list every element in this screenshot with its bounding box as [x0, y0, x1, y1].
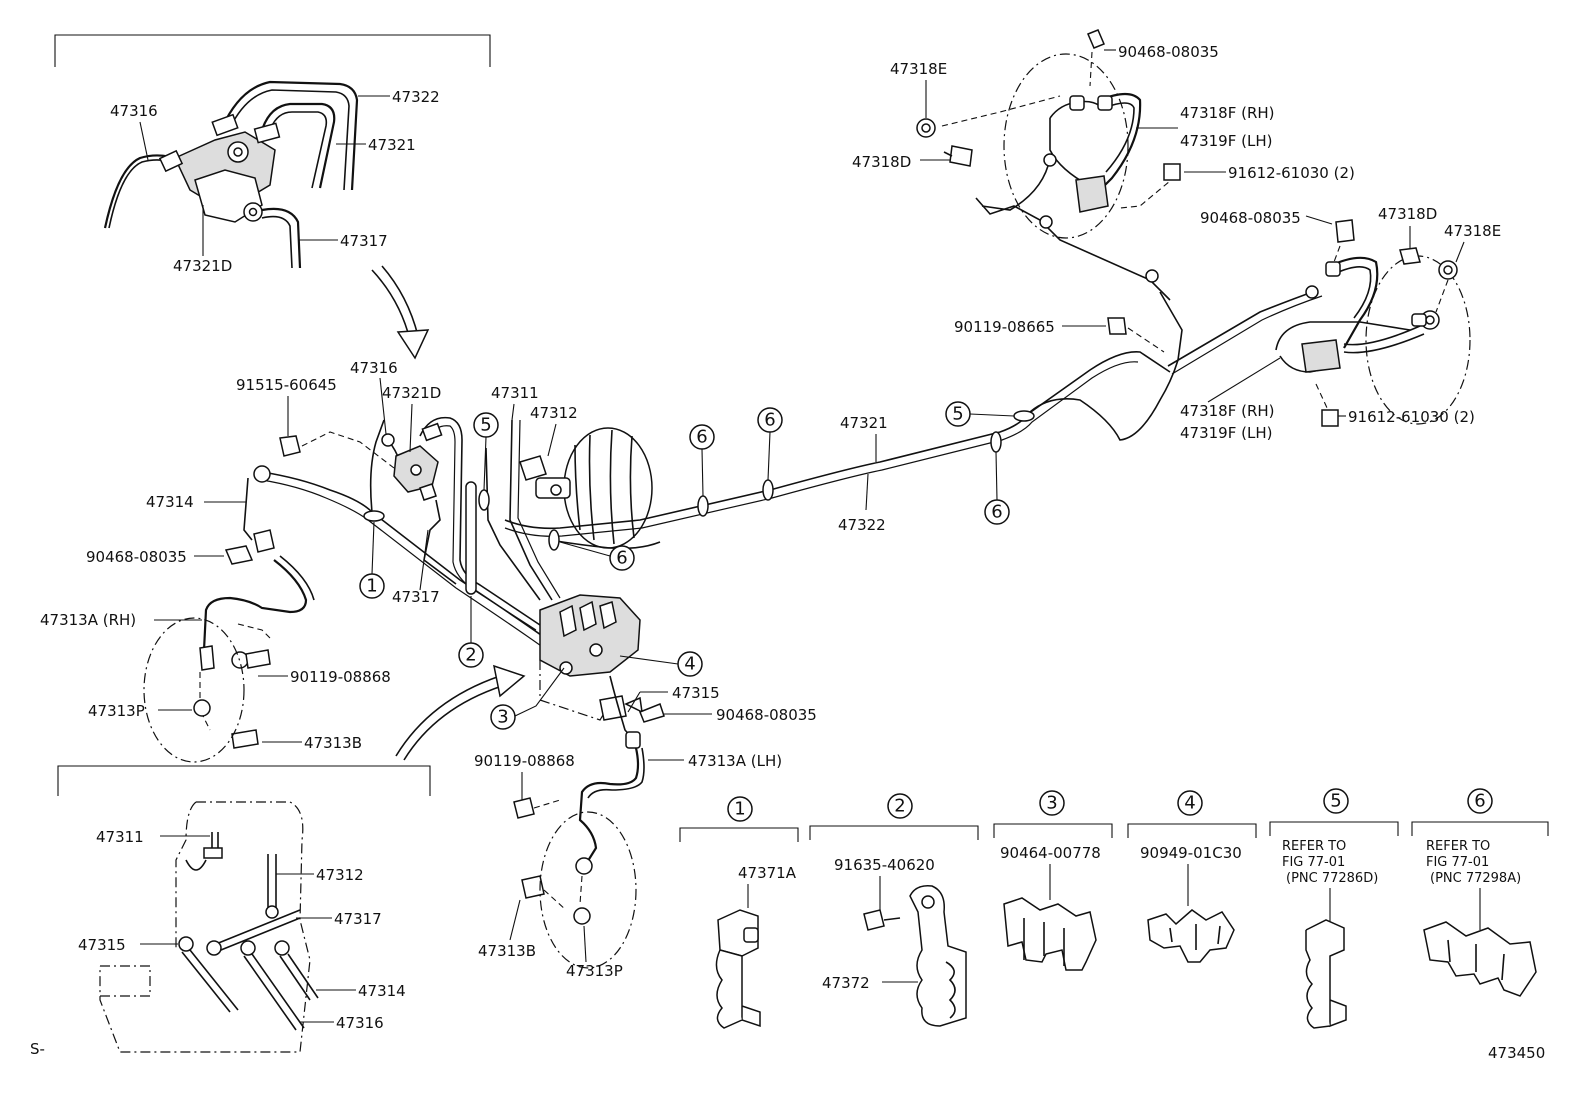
- corner-code-left: S-: [30, 1040, 45, 1058]
- inset-bottom-left: [57, 765, 431, 1053]
- hose-lh-mid: [513, 731, 645, 969]
- panel-5-label-1: FIG 77-01: [1282, 855, 1345, 870]
- label-47318d-r: 47318D: [1378, 205, 1437, 223]
- label-47321-main: 47321: [840, 414, 888, 432]
- label-90119-08868-left: 90119-08868: [290, 668, 391, 686]
- callout-3: 3: [497, 707, 508, 728]
- main-tubes-right: [363, 289, 1323, 551]
- abs-actuator: [539, 594, 665, 741]
- label-47315-mid: 47315: [672, 684, 720, 702]
- label-47317-top: 47317: [340, 232, 388, 250]
- panel-1-number: 1: [734, 799, 745, 820]
- label-90468-08035-r: 90468-08035: [1200, 209, 1301, 227]
- label-90468-08035-left: 90468-08035: [86, 548, 187, 566]
- label-47313p-left: 47313P: [88, 702, 145, 720]
- panel-5-label-2: (PNC 77286D): [1286, 871, 1378, 886]
- top-left-labels: 47316 47322 47321 47317 47321D: [110, 88, 440, 275]
- label-47318e-top: 47318E: [890, 60, 947, 78]
- label-47316-mid: 47316: [350, 359, 398, 377]
- label-47316-top: 47316: [110, 102, 158, 120]
- clamp-panel-6: 6 REFER TO FIG 77-01 (PNC 77298A): [1411, 788, 1549, 997]
- label-90119-08868-mid: 90119-08868: [474, 752, 575, 770]
- label-47316-inset: 47316: [336, 1014, 384, 1032]
- label-47314: 47314: [146, 493, 194, 511]
- callout-4: 4: [684, 654, 695, 675]
- label-90468-08035-tr: 90468-08035: [1118, 43, 1219, 61]
- label-47313b-left: 47313B: [304, 734, 362, 752]
- panel-4-label-0: 90949-01C30: [1140, 844, 1242, 862]
- label-47312-mid: 47312: [530, 404, 578, 422]
- label-47315-inset: 47315: [78, 936, 126, 954]
- panel-3-number: 3: [1046, 793, 1057, 814]
- clamp-panel-1: 1 47371A: [679, 796, 799, 1029]
- hose-rh-left: [143, 555, 315, 763]
- label-47317-inset: 47317: [334, 910, 382, 928]
- label-47312-inset: 47312: [316, 866, 364, 884]
- callout-6b: 6: [764, 410, 775, 431]
- label-47318e-r: 47318E: [1444, 222, 1501, 240]
- callout-1: 1: [366, 576, 377, 597]
- label-47314-inset: 47314: [358, 982, 406, 1000]
- main-tubes-left: [243, 416, 561, 649]
- label-47318d-top: 47318D: [852, 153, 911, 171]
- label-91612-61030-r: 91612-61030 (2): [1348, 408, 1475, 426]
- panel-2-label-0: 91635-40620: [834, 856, 935, 874]
- detail-arrow-top: [371, 265, 430, 360]
- panel-6-label-1: FIG 77-01: [1426, 855, 1489, 870]
- inset-labels: 47311 47312 47317 47315 47314 47316: [78, 828, 406, 1032]
- top-right-labels: 47318E 90468-08035 47318F (RH) 47319F (L…: [852, 43, 1355, 182]
- label-47322-top: 47322: [392, 88, 440, 106]
- clamp-panel-3: 3 90464-00778: [993, 790, 1113, 971]
- callout-6d: 6: [991, 502, 1002, 523]
- brake-booster: [519, 427, 653, 549]
- label-47318f-rh-r: 47318F (RH): [1180, 402, 1275, 420]
- clamp-panel-5: 5 REFER TO FIG 77-01 (PNC 77286D): [1269, 788, 1399, 1029]
- left-labels: 47316 47321D 91515-60645 47314 90468-080…: [40, 359, 888, 980]
- front-wheel-assembly-top: [941, 29, 1177, 301]
- label-47313b-mid: 47313B: [478, 942, 536, 960]
- label-47311-mid: 47311: [491, 384, 539, 402]
- panel-2-number: 2: [894, 796, 905, 817]
- panel-5-number: 5: [1330, 791, 1341, 812]
- proportioning-valve-detail: [103, 80, 359, 269]
- label-47321-top: 47321: [368, 136, 416, 154]
- label-47313a-rh: 47313A (RH): [40, 611, 136, 629]
- label-47318f-rh-top: 47318F (RH): [1180, 104, 1275, 122]
- detail-bracket-top-left: [54, 34, 491, 67]
- label-47313a-lh: 47313A (LH): [688, 752, 782, 770]
- right-labels: 90468-08035 47318D 47318E 90119-08665 47…: [954, 205, 1501, 442]
- label-47322-main: 47322: [838, 516, 886, 534]
- clamp-panel-2: 2 91635-40620 47372: [809, 793, 979, 1027]
- detail-arrow-bottom: [395, 664, 526, 761]
- panel-1-label-0: 47371A: [738, 864, 797, 882]
- panel-6-number: 6: [1474, 791, 1485, 812]
- front-wheel-assembly-right: [1275, 219, 1471, 425]
- circled-callouts: 1 2 3 4 5 5 6 6 6 6: [359, 401, 1015, 730]
- label-90119-08665-r: 90119-08665: [954, 318, 1055, 336]
- label-90468-08035-mid: 90468-08035: [716, 706, 817, 724]
- clamp-panel-4: 4 90949-01C30: [1127, 790, 1257, 963]
- label-47319f-lh-r: 47319F (LH): [1180, 424, 1272, 442]
- label-91612-61030-top: 91612-61030 (2): [1228, 164, 1355, 182]
- label-47321d-top: 47321D: [173, 257, 232, 275]
- label-47311-inset: 47311: [96, 828, 144, 846]
- panel-6-label-0: REFER TO: [1426, 839, 1490, 854]
- label-47319f-lh-top: 47319F (LH): [1180, 132, 1272, 150]
- panel-4-number: 4: [1184, 793, 1195, 814]
- panel-6-label-2: (PNC 77298A): [1430, 871, 1521, 886]
- label-47317-mid: 47317: [392, 588, 440, 606]
- panel-2-label-1: 47372: [822, 974, 870, 992]
- panel-3-label-0: 90464-00778: [1000, 844, 1101, 862]
- callout-6a: 6: [696, 427, 707, 448]
- label-47321d-mid: 47321D: [382, 384, 441, 402]
- figure-code: 473450: [1488, 1044, 1545, 1062]
- callout-5a: 5: [480, 415, 491, 436]
- callout-2: 2: [465, 645, 476, 666]
- callout-6c: 6: [616, 548, 627, 569]
- panel-5-label-0: REFER TO: [1282, 839, 1346, 854]
- callout-5b: 5: [952, 404, 963, 425]
- label-91515-60645: 91515-60645: [236, 376, 337, 394]
